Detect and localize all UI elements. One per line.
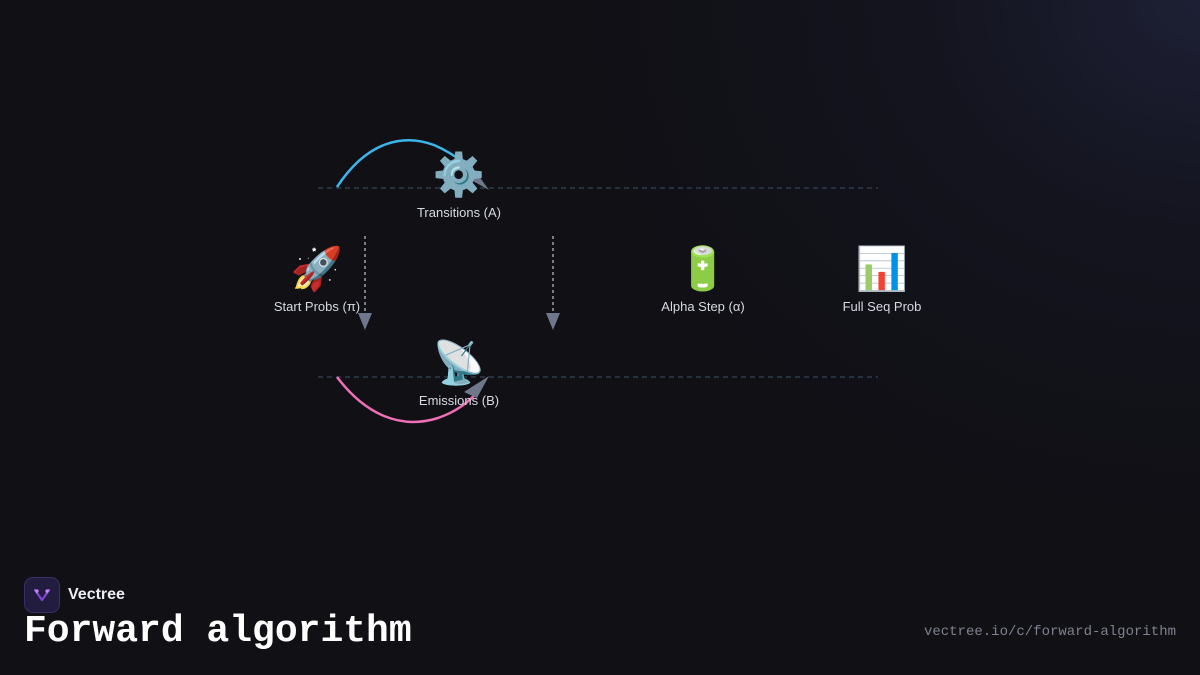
node-full-seq-prob-label: Full Seq Prob (842, 299, 922, 314)
connector-left-arrowhead (358, 313, 372, 330)
bar-chart-icon: 📊 (855, 244, 909, 293)
top-arc-arrowhead (464, 168, 489, 190)
bottom-arc-arrowhead (464, 376, 489, 398)
vectree-logo-icon (24, 577, 60, 613)
connector-right-arrowhead (546, 313, 560, 330)
rocket-icon: 🚀 (290, 244, 344, 293)
gear-icon: ⚙️ (432, 150, 486, 199)
brand-name: Vectree (68, 586, 125, 603)
node-transitions-label: Transitions (A) (416, 205, 502, 220)
node-emissions-label: Emissions (B) (418, 393, 500, 408)
node-alpha-step: 🔋 Alpha Step (α) (623, 244, 783, 315)
bottom-arc (336, 376, 480, 424)
brand[interactable]: Vectree (24, 577, 125, 613)
satellite-dish-icon: 📡 (432, 338, 486, 387)
page-title: Forward algorithm (24, 610, 412, 653)
node-alpha-step-label: Alpha Step (α) (661, 299, 745, 314)
node-start-probs: 🚀 Start Probs (π) (237, 244, 397, 315)
node-emissions: 📡 Emissions (B) (379, 338, 539, 409)
node-full-seq-prob: 📊 Full Seq Prob (802, 244, 962, 315)
node-start-probs-label: Start Probs (π) (273, 299, 361, 314)
node-transitions: ⚙️ Transitions (A) (379, 150, 539, 221)
battery-icon: 🔋 (676, 244, 730, 293)
top-arc (335, 139, 468, 188)
page-url[interactable]: vectree.io/c/forward-algorithm (923, 624, 1176, 640)
